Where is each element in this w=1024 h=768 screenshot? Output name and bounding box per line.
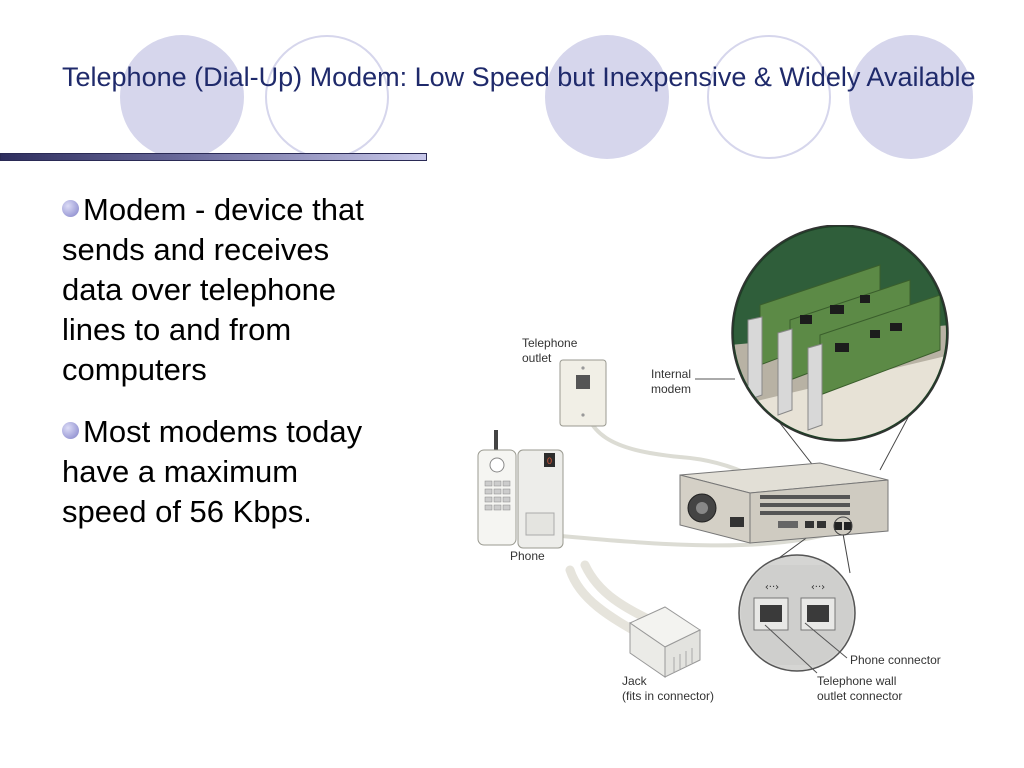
decorative-circle: [545, 35, 669, 159]
connector-icon: ‹··›: [765, 582, 779, 593]
bullet-item: Most modems today have a maximum speed o…: [62, 412, 382, 532]
label-internal-modem: modem: [651, 382, 691, 396]
slide-title: Telephone (Dial-Up) Modem: Low Speed but…: [62, 62, 976, 92]
label-leader-lines: [695, 378, 848, 674]
label-jack: (fits in connector): [622, 689, 714, 703]
bullet-text: Most modems today have a maximum speed o…: [62, 414, 363, 529]
decorative-circle: [120, 35, 244, 159]
bullet-item: Modem - device that sends and receives d…: [62, 190, 382, 390]
telephone-outlet: [559, 359, 607, 427]
bullet-icon: [62, 200, 79, 217]
computer-case: [679, 462, 889, 544]
connector-icon: ‹··›: [811, 582, 825, 593]
label-phone-connector: Phone connector: [850, 653, 941, 667]
internal-modem-magnified: [731, 225, 949, 442]
phone-display: 0: [547, 456, 552, 466]
modem-diagram: 0 ‹··› ‹··›: [477, 225, 949, 703]
telephone-handset: 0: [477, 430, 564, 549]
rj11-jack: [628, 606, 702, 678]
label-wall-connector: outlet connector: [817, 689, 902, 703]
decorative-circle: [707, 35, 831, 159]
label-wall-connector: Telephone wall: [817, 674, 896, 688]
title-underline-bar: [0, 153, 427, 161]
bullet-list: Modem - device that sends and receives d…: [62, 190, 382, 554]
label-telephone-outlet: outlet: [522, 351, 552, 365]
bullet-icon: [62, 422, 79, 439]
bullet-text: Modem - device that sends and receives d…: [62, 192, 364, 387]
decorative-circle: [265, 35, 389, 159]
decorative-circle: [849, 35, 973, 159]
label-phone: Phone: [510, 549, 545, 563]
label-telephone-outlet: Telephone: [522, 336, 578, 350]
label-internal-modem: Internal: [651, 367, 691, 381]
connector-magnified: ‹··› ‹··›: [738, 554, 856, 672]
label-jack: Jack: [622, 674, 648, 688]
